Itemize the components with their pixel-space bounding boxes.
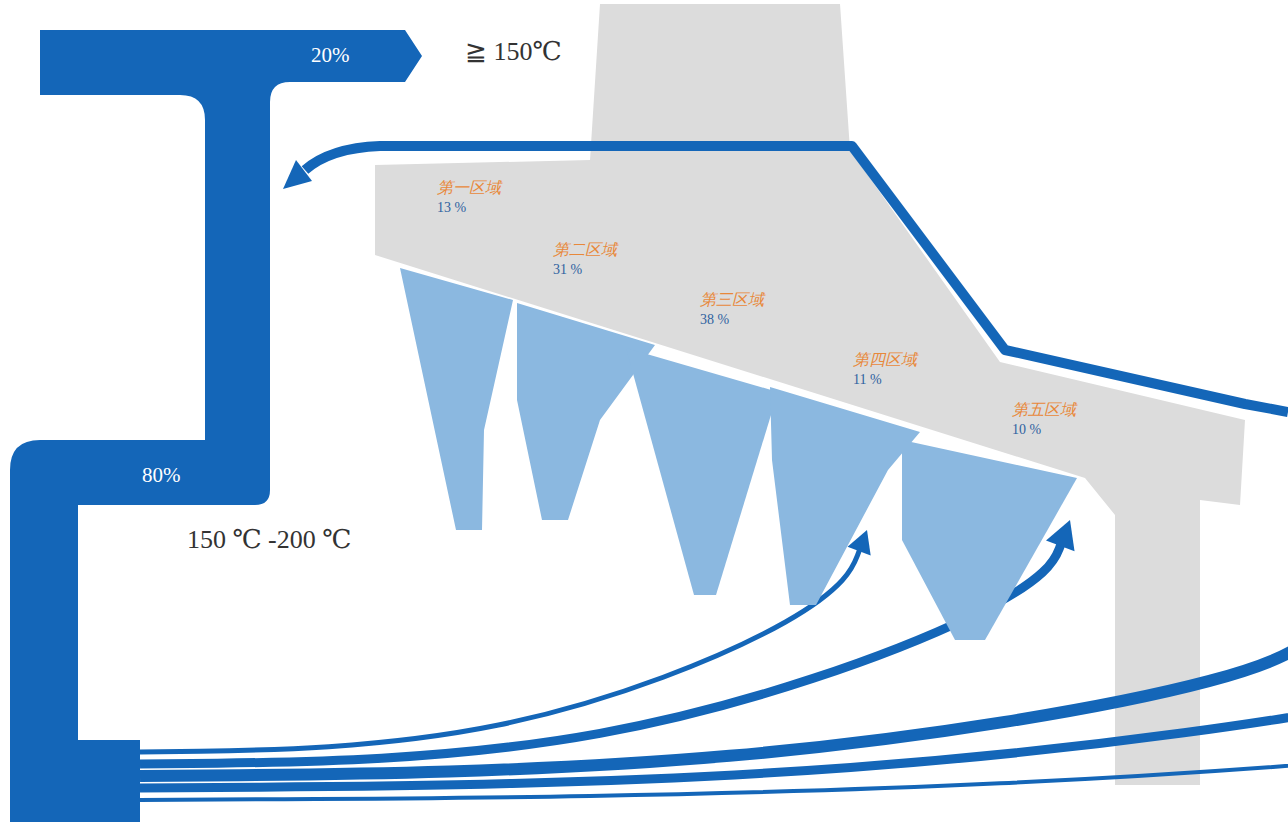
- node-text-group: 第二区域31 %: [553, 240, 617, 279]
- temperature-label: 150 ℃ -200 ℃: [184, 524, 354, 555]
- temperature-label: ≧ 150℃: [462, 36, 565, 67]
- node-outline: [398, 175, 516, 530]
- zone-percent: 31 %: [553, 261, 617, 279]
- zone-name: 第四区域: [853, 350, 917, 371]
- node-outline: [900, 398, 1105, 640]
- air-flow-arrow: [140, 640, 1288, 800]
- arrow-shaft: [140, 623, 1288, 788]
- label-holder: ≧ 150℃: [462, 36, 565, 67]
- air-flow-arrow: [140, 530, 871, 752]
- node-text-group: 第一区域13 %: [437, 178, 501, 217]
- node-text-group: 第五区域10 %: [1012, 400, 1076, 439]
- cooler-zone: 第五区域10 %: [900, 398, 1105, 640]
- air-flow-band: [40, 30, 422, 445]
- node-text-group: 80%: [142, 462, 181, 489]
- node-outline: [624, 288, 790, 595]
- node-text-group: 第三区域38 %: [700, 290, 764, 329]
- air-flow-arrow: [140, 605, 1288, 788]
- zone-percent: 13 %: [437, 199, 501, 217]
- cooler-zone: 第三区域38 %: [624, 288, 790, 595]
- air-supply-band: 80%: [10, 440, 270, 822]
- flow-percent: 20%: [308, 43, 353, 68]
- label-holder: 150 ℃ -200 ℃: [184, 524, 354, 555]
- zone-name: 第五区域: [1012, 400, 1076, 421]
- zone-name: 第一区域: [437, 178, 501, 199]
- flow-percent: 80%: [142, 462, 181, 489]
- return-air-arrowhead: [283, 160, 312, 189]
- zone-name: 第三区域: [700, 290, 764, 311]
- zone-percent: 38 %: [700, 311, 764, 329]
- arrow-shaft: [140, 616, 1288, 776]
- zone-percent: 11 %: [853, 371, 917, 389]
- node-outline: [10, 440, 270, 822]
- hopper-shape: [770, 387, 920, 605]
- hopper-shape: [626, 348, 778, 595]
- cooler-zone: 第一区域13 %: [398, 175, 516, 530]
- air-flow-arrow: [140, 595, 1288, 776]
- cooler-housing: [375, 4, 1245, 785]
- node-text-group: 第四区域11 %: [853, 350, 917, 389]
- band-shape: [10, 440, 270, 822]
- label-holder: 20%: [308, 43, 353, 68]
- zone-percent: 10 %: [1012, 421, 1076, 439]
- zone-name: 第二区域: [553, 240, 617, 261]
- hopper-shape: [517, 303, 655, 520]
- arrow-shaft: [140, 654, 1288, 800]
- arrow-shaft: [140, 545, 861, 752]
- hopper-shape: [902, 440, 1077, 640]
- hopper-shape: [400, 268, 513, 530]
